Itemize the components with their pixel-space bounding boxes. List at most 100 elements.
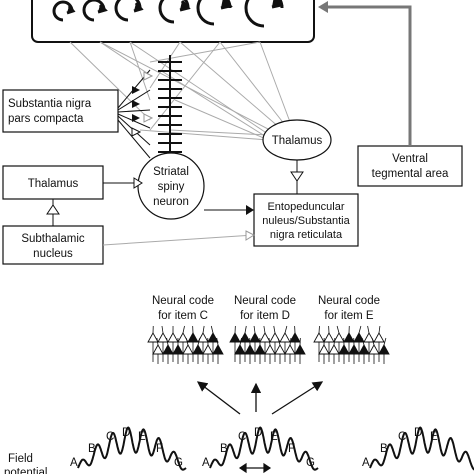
neuron-dendrite bbox=[289, 337, 292, 346]
stn-synapse bbox=[46, 204, 60, 215]
neuron-dendrite bbox=[277, 337, 281, 346]
neuron-soma bbox=[244, 344, 256, 355]
neuron-soma bbox=[274, 344, 286, 355]
neuron-soma bbox=[254, 344, 266, 355]
code-c-line2: for item C bbox=[158, 310, 208, 322]
neuron-dendrite bbox=[333, 337, 336, 346]
neuron-soma bbox=[264, 344, 276, 355]
neuron-dendrite bbox=[358, 325, 362, 334]
wave-letter-g: G bbox=[174, 457, 183, 469]
neuron-soma bbox=[284, 344, 296, 355]
neural-code-labels: Neural code for item C Neural code for i… bbox=[152, 295, 380, 322]
stn-entop-synapse bbox=[245, 230, 256, 241]
ssn-entop-synapse bbox=[246, 205, 254, 215]
wave-to-code-arrows bbox=[196, 381, 324, 415]
neuron-soma bbox=[187, 332, 199, 343]
neuron-soma bbox=[279, 332, 291, 343]
field-label-2: potential bbox=[4, 467, 47, 474]
neuron-soma bbox=[172, 344, 184, 355]
neuron-soma bbox=[323, 332, 335, 343]
striatal-dendrite bbox=[158, 55, 182, 160]
neuron-soma bbox=[348, 344, 360, 355]
phase-double-arrow bbox=[238, 462, 272, 474]
stn-box: Subthalamic nucleus bbox=[2, 225, 104, 265]
wave-letter-d: D bbox=[122, 427, 130, 439]
thal-left-synapse bbox=[133, 177, 143, 189]
field-wave-left bbox=[77, 426, 187, 471]
neuron-soma bbox=[368, 344, 380, 355]
wave-letter-b: B bbox=[380, 443, 388, 455]
neuron-soma bbox=[239, 332, 251, 343]
thal-synapse bbox=[290, 171, 304, 182]
neuron-dendrite bbox=[202, 325, 205, 334]
wave-letter-e: E bbox=[270, 431, 278, 443]
thalamus-left-box: Thalamus bbox=[2, 165, 104, 200]
neuron-soma bbox=[318, 344, 330, 355]
field-wave-center bbox=[209, 426, 319, 471]
snc-label-1: Substantia nigra bbox=[8, 98, 92, 110]
stn-label-1: Subthalamic bbox=[21, 233, 85, 245]
neuron-soma bbox=[338, 344, 350, 355]
wave-letter-e: E bbox=[430, 431, 438, 443]
wave-letter-e: E bbox=[138, 431, 146, 443]
snc-label-2: pars compacta bbox=[8, 113, 84, 125]
neuron-dendrite bbox=[273, 325, 276, 334]
neuron-dendrite bbox=[361, 337, 365, 346]
entop-box: Entopeduncular nuleus/Substantia nigra r… bbox=[253, 193, 359, 247]
neuron-dendrite bbox=[239, 337, 242, 346]
neuron-soma bbox=[333, 332, 345, 343]
ensemble-item-e bbox=[313, 325, 390, 364]
ssn-label-1: Striatal bbox=[153, 166, 189, 178]
neuron-dendrite bbox=[156, 337, 159, 346]
neuron-dendrite bbox=[263, 325, 266, 334]
ssn-label-2: spiny bbox=[158, 181, 185, 193]
neuron-soma bbox=[234, 344, 246, 355]
wave-letter-c: C bbox=[106, 431, 114, 443]
cortex-box bbox=[31, 0, 315, 43]
field-wave-right bbox=[369, 426, 474, 471]
neuron-soma bbox=[259, 332, 271, 343]
wave-letter-c: C bbox=[238, 431, 246, 443]
code-d-line2: for item D bbox=[240, 310, 290, 322]
wave-letter-d: D bbox=[414, 427, 422, 439]
ensemble-item-d bbox=[229, 325, 306, 364]
neuron-dendrite bbox=[185, 337, 189, 346]
cortex-oscillator-icons bbox=[52, 0, 284, 28]
wave-letter-c: C bbox=[398, 431, 406, 443]
neuron-dendrite bbox=[210, 325, 214, 334]
thalamus-right-label: Thalamus bbox=[272, 135, 323, 147]
wave-letter-a: A bbox=[202, 457, 210, 469]
neuron-soma bbox=[212, 344, 224, 355]
neuron-dendrite bbox=[197, 337, 201, 346]
stn-entop-link bbox=[102, 234, 255, 246]
vta-box: Ventral tegmental area bbox=[357, 145, 463, 187]
wave-letter-a: A bbox=[362, 457, 370, 469]
neuron-soma bbox=[373, 332, 385, 343]
neuron-dendrite bbox=[383, 337, 387, 346]
thalamus-left-label: Thalamus bbox=[28, 178, 79, 190]
neuron-soma bbox=[152, 344, 164, 355]
neuron-dendrite bbox=[378, 325, 381, 334]
neuron-soma bbox=[157, 332, 169, 343]
wave-letter-f: F bbox=[156, 443, 163, 455]
neuron-soma bbox=[182, 344, 194, 355]
wave-letter-a: A bbox=[70, 457, 78, 469]
ensemble-item-c bbox=[147, 325, 224, 364]
neuron-soma bbox=[358, 344, 370, 355]
entop-label-3: nigra reticulata bbox=[270, 229, 343, 241]
code-e-line2: for item E bbox=[324, 310, 374, 322]
neuron-soma bbox=[313, 332, 325, 343]
neuron-dendrite bbox=[371, 337, 375, 346]
neuron-soma bbox=[343, 332, 355, 343]
field-potential-label: Field potential bbox=[4, 453, 47, 474]
neuron-soma bbox=[147, 332, 159, 343]
code-c-line1: Neural code bbox=[152, 295, 214, 307]
wave-letter-g: G bbox=[306, 457, 315, 469]
wave-letter-f: F bbox=[288, 443, 295, 455]
neuron-soma bbox=[378, 344, 390, 355]
entop-label-1: Entopeduncular bbox=[267, 201, 344, 213]
stn-label-2: nucleus bbox=[33, 248, 73, 260]
vta-label-2: tegmental area bbox=[372, 168, 449, 180]
